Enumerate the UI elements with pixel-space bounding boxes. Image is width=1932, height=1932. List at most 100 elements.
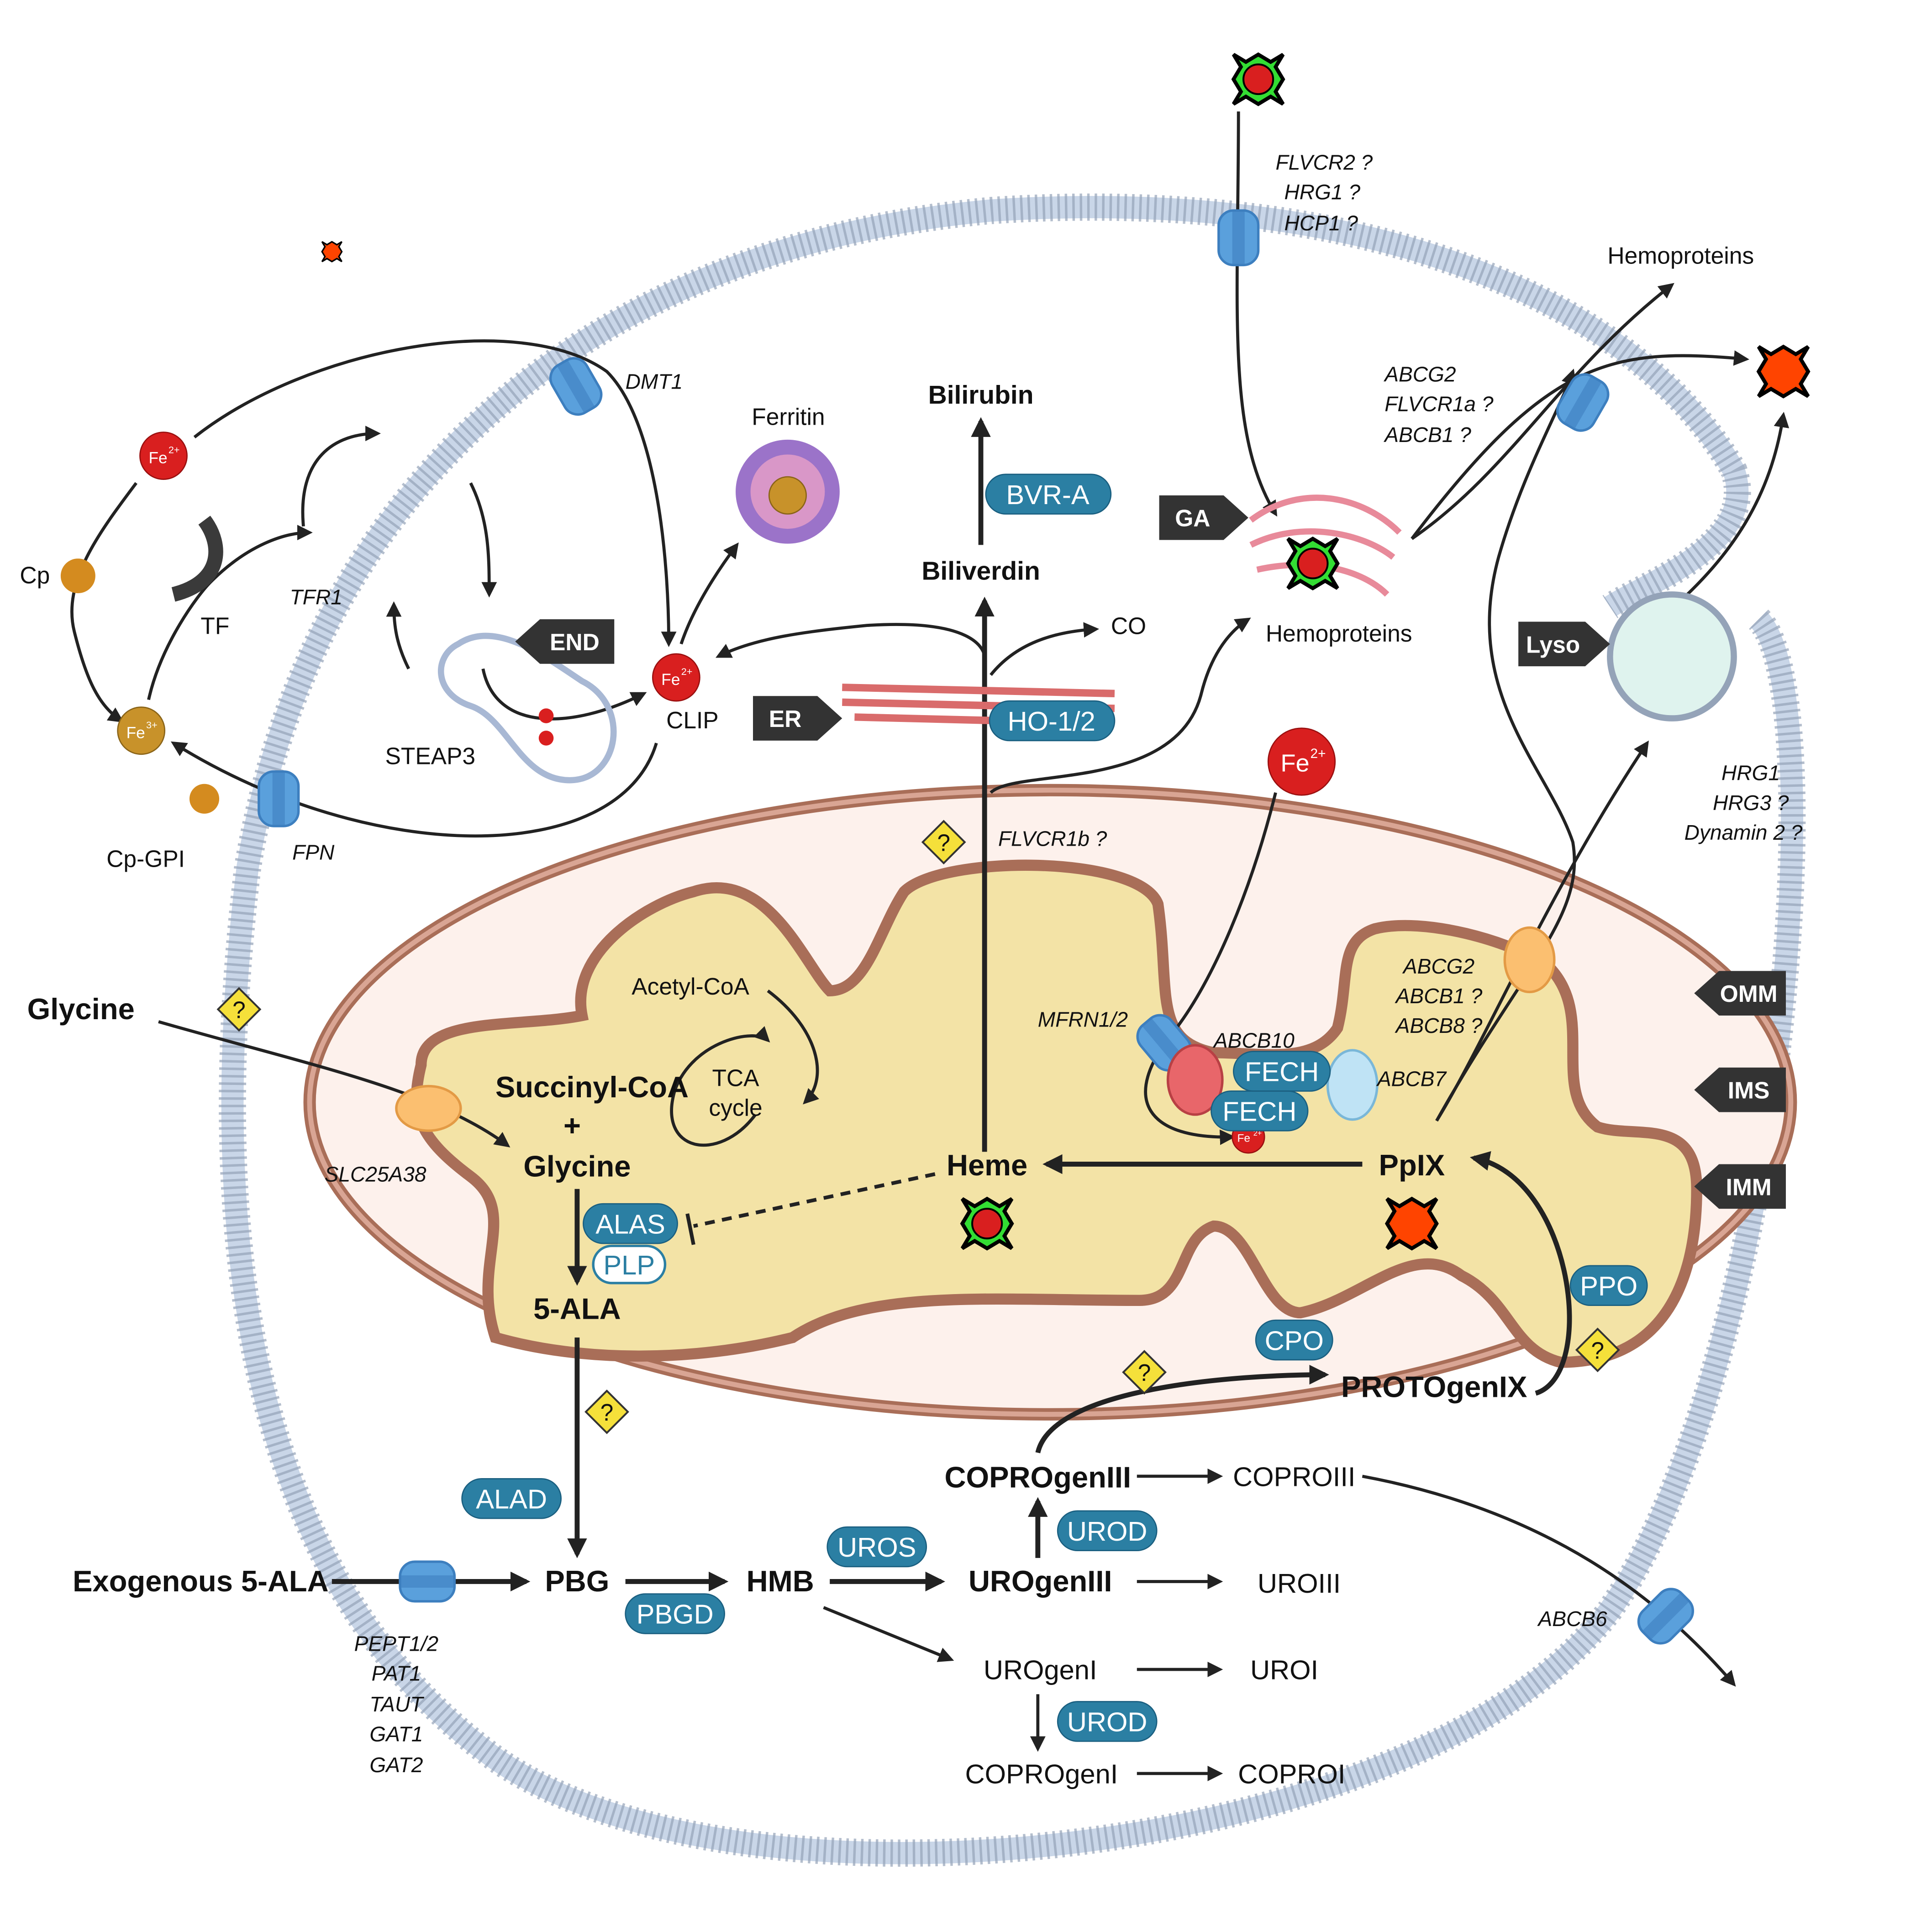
svg-text:PLP: PLP [603, 1250, 655, 1280]
svg-text:FECH: FECH [1245, 1057, 1319, 1087]
svg-text:ABCG2: ABCG2 [1383, 362, 1456, 386]
urod-badge: UROD [1057, 1701, 1158, 1742]
tag-omm: OMM [1694, 971, 1786, 1016]
svg-text:Glycine: Glycine [523, 1150, 631, 1183]
svg-text:COPROIII: COPROIII [1233, 1462, 1355, 1492]
svg-text:HRG1: HRG1 [1721, 761, 1780, 785]
svg-text:UROIII: UROIII [1258, 1568, 1341, 1599]
heme-icon [962, 1199, 1011, 1248]
svg-text:PPO: PPO [1580, 1271, 1637, 1301]
tf-icon [171, 516, 223, 602]
svg-text:HRG1 ?: HRG1 ? [1284, 180, 1361, 204]
svg-text:ABCB10: ABCB10 [1212, 1029, 1295, 1053]
svg-text:ABCB7: ABCB7 [1376, 1067, 1448, 1091]
tag-lyso: Lyso [1518, 621, 1610, 667]
svg-text:COPROgenIII: COPROgenIII [945, 1460, 1132, 1494]
svg-text:Cp: Cp [20, 562, 50, 588]
cp-icon [60, 558, 95, 594]
slc25a38-transporter [395, 1084, 462, 1132]
svg-text:cycle: cycle [709, 1095, 762, 1121]
svg-text:FLVCR2 ?: FLVCR2 ? [1276, 151, 1373, 174]
enzyme-badges: BVR-A HO-1/2 FECH FECH ALAS PLP PPO CPO … [461, 474, 1648, 1742]
abcb6-transporter [1632, 1583, 1699, 1650]
svg-text:+: + [563, 1109, 581, 1142]
svg-text:ABCB1 ?: ABCB1 ? [1395, 984, 1483, 1008]
svg-text:Cp-GPI: Cp-GPI [106, 846, 185, 872]
svg-text:GAT1: GAT1 [369, 1722, 423, 1746]
svg-text:UROD: UROD [1067, 1516, 1148, 1547]
plp-badge: PLP [592, 1244, 667, 1284]
svg-text:CPO: CPO [1265, 1325, 1324, 1356]
svg-text:HCP1 ?: HCP1 ? [1284, 211, 1358, 235]
svg-text:UROgenIII: UROgenIII [969, 1564, 1112, 1598]
svg-text:Fe: Fe [148, 449, 167, 467]
ferritin-icon [736, 439, 840, 544]
svg-text:Biliverdin: Biliverdin [921, 556, 1040, 585]
svg-text:2+: 2+ [681, 666, 693, 677]
svg-text:FLVCR1b ?: FLVCR1b ? [998, 826, 1107, 850]
svg-text:FLVCR1a ?: FLVCR1a ? [1385, 392, 1494, 416]
svg-text:?: ? [937, 829, 950, 856]
tag-ga: GA [1159, 495, 1248, 540]
svg-text:ABCB1 ?: ABCB1 ? [1383, 423, 1471, 447]
svg-text:Hemoproteins: Hemoproteins [1266, 620, 1412, 647]
svg-text:IMM: IMM [1726, 1174, 1772, 1200]
svg-text:ALAS: ALAS [595, 1209, 665, 1239]
ho-badge: HO-1/2 [989, 700, 1116, 742]
svg-text:UROI: UROI [1250, 1655, 1318, 1685]
svg-text:ABCB8 ?: ABCB8 ? [1395, 1014, 1483, 1037]
lysosome-icon [321, 241, 1737, 721]
svg-text:Heme: Heme [947, 1148, 1027, 1182]
svg-text:Hemoproteins: Hemoproteins [1607, 242, 1754, 269]
ala-transporter [400, 1562, 454, 1601]
svg-text:HMB: HMB [747, 1564, 814, 1598]
svg-text:CLIP: CLIP [666, 707, 719, 733]
mitochondrial-matrix [411, 859, 1702, 1368]
tag-ims: IMS [1694, 1067, 1786, 1112]
svg-text:Fe: Fe [1280, 750, 1309, 777]
heme-importer-transporter [1219, 211, 1258, 265]
svg-text:ABCG2: ABCG2 [1402, 954, 1474, 978]
cp-gpi-icon [189, 784, 220, 814]
mitochondrion [303, 784, 1797, 1421]
svg-text:Glycine: Glycine [27, 992, 135, 1026]
svg-text:PBG: PBG [545, 1564, 609, 1598]
heme-icon [1288, 539, 1337, 588]
pbgd-badge: PBGD [625, 1593, 725, 1634]
cpo-badge: CPO [1255, 1319, 1333, 1361]
ppo-badge: PPO [1569, 1265, 1648, 1306]
heme-exporter-transporter [1552, 369, 1614, 436]
svg-text:COPROgenI: COPROgenI [965, 1759, 1118, 1790]
svg-text:ER: ER [769, 705, 802, 732]
svg-text:Fe: Fe [1237, 1132, 1250, 1145]
svg-text:PEPT1/2: PEPT1/2 [354, 1632, 438, 1655]
svg-text:PBGD: PBGD [637, 1599, 714, 1630]
svg-text:MFRN1/2: MFRN1/2 [1038, 1007, 1128, 1031]
urod-badge: UROD [1057, 1510, 1158, 1552]
question-marks: ? ? ? ? ? [218, 821, 1618, 1433]
abcb7-transporter [1326, 1049, 1379, 1121]
svg-text:DMT1: DMT1 [626, 370, 683, 394]
heme-icon [1233, 54, 1283, 104]
tag-end: END [515, 619, 615, 664]
svg-text:Dynamin 2 ?: Dynamin 2 ? [1685, 821, 1803, 844]
tag-er: ER [753, 696, 842, 741]
svg-text:5-ALA: 5-ALA [533, 1292, 621, 1325]
fech-badge: FECH [1211, 1090, 1309, 1132]
alad-badge: ALAD [461, 1478, 562, 1519]
tag-imm: IMM [1694, 1164, 1786, 1209]
svg-text:Ferritin: Ferritin [752, 403, 825, 430]
svg-text:UROD: UROD [1067, 1707, 1148, 1737]
svg-text:3+: 3+ [146, 719, 158, 731]
fech-badge: FECH [1232, 1051, 1331, 1092]
alas-badge: ALAS [583, 1203, 678, 1244]
fpn-transporter [259, 772, 299, 826]
svg-text:IMS: IMS [1728, 1077, 1770, 1104]
svg-text:2+: 2+ [1310, 746, 1326, 761]
svg-text:Fe: Fe [126, 724, 145, 742]
svg-text:FPN: FPN [292, 840, 335, 864]
abcb10-transporter [1166, 1044, 1224, 1116]
svg-text:?: ? [600, 1399, 614, 1426]
